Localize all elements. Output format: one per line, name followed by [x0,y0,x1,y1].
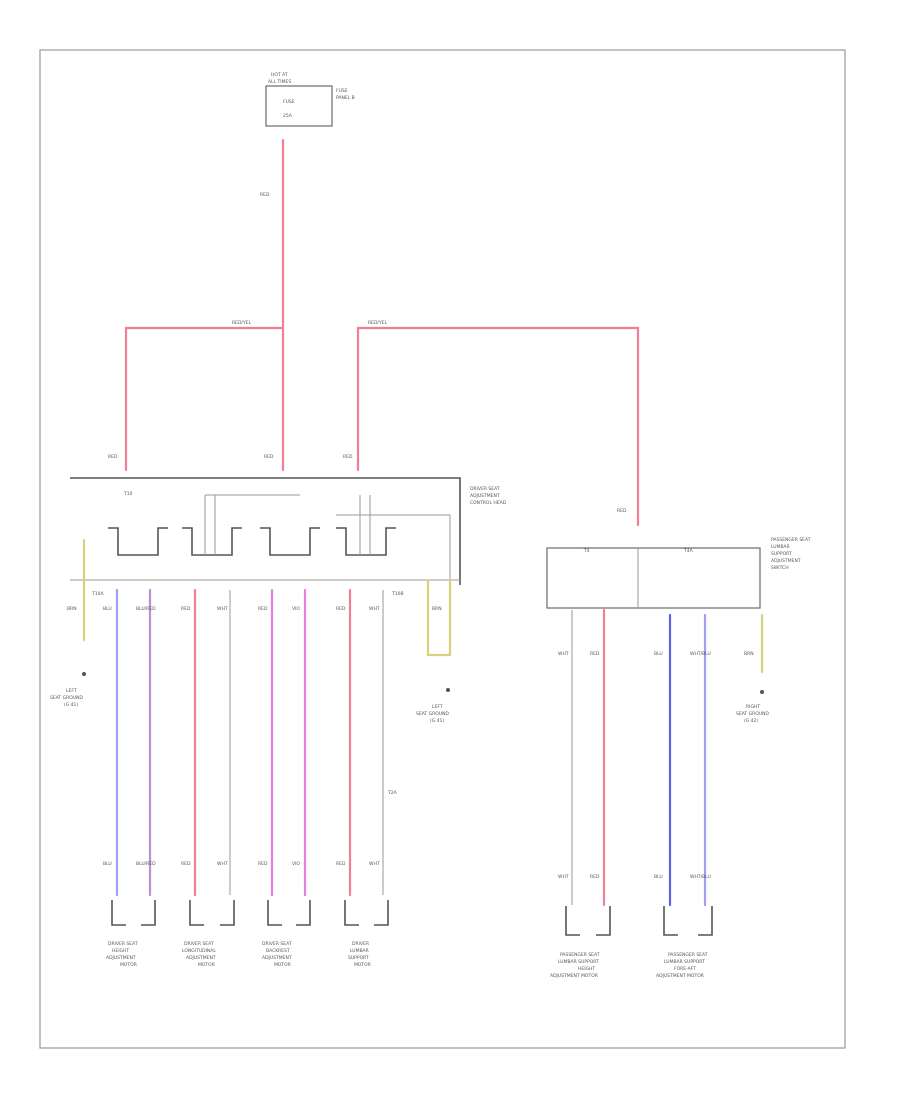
svg-text:FORE-AFT: FORE-AFT [674,966,696,972]
svg-text:PASSENGER SEAT: PASSENGER SEAT [668,952,708,958]
ground-1-line3: (G 41) [64,702,78,708]
svg-text:WHT: WHT [558,874,569,880]
fuse-text: FUSE [283,99,295,105]
wire-label-red-6: RED [343,454,353,460]
fuse-amps: 25A [283,113,293,119]
conn-t10b: T10B [391,591,404,597]
svg-text:WHT/BLU: WHT/BLU [690,651,711,657]
svg-text:BRN: BRN [744,651,754,657]
svg-text:T4: T4 [583,548,590,554]
control-label-1: DRIVER SEAT [470,486,500,492]
wire-label-red-3: RED/YEL [368,320,388,326]
svg-text:RED: RED [590,874,600,880]
svg-text:WHT: WHT [217,861,228,867]
svg-text:ADJUSTMENT MOTOR: ADJUSTMENT MOTOR [656,973,704,979]
svg-text:HEIGHT: HEIGHT [578,966,595,972]
svg-text:T2A: T2A [387,790,398,796]
svg-text:VIO: VIO [292,861,300,867]
source-line1: HOT AT [271,72,288,78]
control-unit: DRIVER SEAT ADJUSTMENT CONTROL HEAD T10 … [70,477,507,597]
svg-text:T4A: T4A [683,548,694,554]
conn-t10a: T10A [91,591,104,597]
svg-text:ADJUSTMENT MOTOR: ADJUSTMENT MOTOR [550,973,598,979]
svg-text:ADJUSTMENT: ADJUSTMENT [186,955,216,961]
svg-text:ADJUSTMENT: ADJUSTMENT [106,955,136,961]
svg-text:WHT: WHT [369,606,380,612]
svg-text:BLU/RED: BLU/RED [136,861,156,867]
svg-text:SEAT GROUND: SEAT GROUND [736,711,769,717]
svg-text:SUPPORT: SUPPORT [771,551,792,557]
svg-text:HEIGHT: HEIGHT [112,948,129,954]
svg-text:SWITCH: SWITCH [771,565,789,571]
svg-text:WHT: WHT [217,606,228,612]
svg-text:RED: RED [258,606,268,612]
wire-label-red-1: RED [260,192,270,198]
svg-text:BLU: BLU [103,861,112,867]
left-wires: BLU BLU/RED RED WHT RED VIO RED WHT BRN BRN B… [67,538,452,897]
svg-text:WHT/BLU: WHT/BLU [690,874,711,880]
svg-text:BLU/RED: BLU/RED [136,606,156,612]
svg-text:RED: RED [590,651,600,657]
svg-text:RED: RED [336,861,346,867]
left-motors: DRIVER SEAT HEIGHT ADJUSTMENT MOTOR DRIV… [106,900,389,968]
svg-text:VIO: VIO [292,606,300,612]
svg-text:DRIVER SEAT: DRIVER SEAT [108,941,138,947]
svg-text:WHT: WHT [558,651,569,657]
svg-text:LONGITUDINAL: LONGITUDINAL [182,948,216,954]
svg-text:DRIVER SEAT: DRIVER SEAT [262,941,292,947]
svg-text:(G 42): (G 42) [744,718,758,724]
svg-text:MOTOR: MOTOR [120,962,137,968]
svg-text:BLU: BLU [103,606,112,612]
svg-text:PASSENGER SEAT: PASSENGER SEAT [771,537,811,543]
panel-label: PANEL B [336,95,355,101]
svg-text:LUMBAR SUPPORT: LUMBAR SUPPORT [558,959,599,965]
svg-text:RED: RED [181,606,191,612]
svg-text:RED: RED [258,861,268,867]
svg-text:ADJUSTMENT: ADJUSTMENT [262,955,292,961]
svg-text:RIGHT: RIGHT [746,704,760,710]
svg-text:BLU: BLU [654,651,663,657]
fuse-label: FUSE [336,88,348,94]
wire-label-red-7: RED [617,508,627,514]
svg-text:BRN: BRN [67,606,77,612]
svg-text:MOTOR: MOTOR [198,962,215,968]
fuse-panel: HOT AT ALL TIMES FUSE 25A FUSE PANEL B [265,72,355,127]
conn-t10: T10 [123,491,133,497]
svg-text:MOTOR: MOTOR [354,962,371,968]
svg-text:BRN: BRN [432,606,442,612]
svg-text:DRIVER SEAT: DRIVER SEAT [184,941,214,947]
ground-2-line3: (G 41) [430,718,444,724]
svg-text:LUMBAR: LUMBAR [350,948,369,954]
svg-text:BACKREST: BACKREST [266,948,290,954]
control-label-2: ADJUSTMENT [470,493,500,499]
right-switch: PASSENGER SEAT LUMBAR SUPPORT ADJUSTMENT… [546,537,811,609]
svg-text:WHT: WHT [369,861,380,867]
svg-text:LUMBAR: LUMBAR [771,544,790,550]
diagram-border [39,49,846,1049]
wire-label-red-4: RED [108,454,118,460]
ground-1-line1: LEFT [66,688,77,694]
red-feed-wires: RED RED/YEL RED/YEL RED RED RED RED [108,138,640,527]
svg-text:BLU: BLU [654,874,663,880]
svg-text:RED: RED [181,861,191,867]
svg-text:MOTOR: MOTOR [274,962,291,968]
svg-text:RED: RED [336,606,346,612]
svg-text:PASSENGER SEAT: PASSENGER SEAT [560,952,600,958]
wire-label-red-2: RED/YEL [232,320,252,326]
ground-1-line2: SEAT GROUND [50,695,83,701]
source-line2: ALL TIMES [268,79,291,85]
svg-text:ADJUSTMENT: ADJUSTMENT [771,558,801,564]
svg-text:LUMBAR SUPPORT: LUMBAR SUPPORT [664,959,705,965]
wire-label-red-5: RED [264,454,274,460]
ground-2-line1: LEFT [432,704,443,710]
left-ground-labels: LEFT SEAT GROUND (G 41) LEFT SEAT GROUND… [50,688,449,724]
right-motors: PASSENGER SEAT LUMBAR SUPPORT HEIGHT ADJ… [550,906,713,979]
control-label-3: CONTROL HEAD [470,500,507,506]
svg-text:SUPPORT: SUPPORT [348,955,369,961]
svg-text:DRIVER: DRIVER [352,941,369,947]
ground-2-line2: SEAT GROUND [416,711,449,717]
